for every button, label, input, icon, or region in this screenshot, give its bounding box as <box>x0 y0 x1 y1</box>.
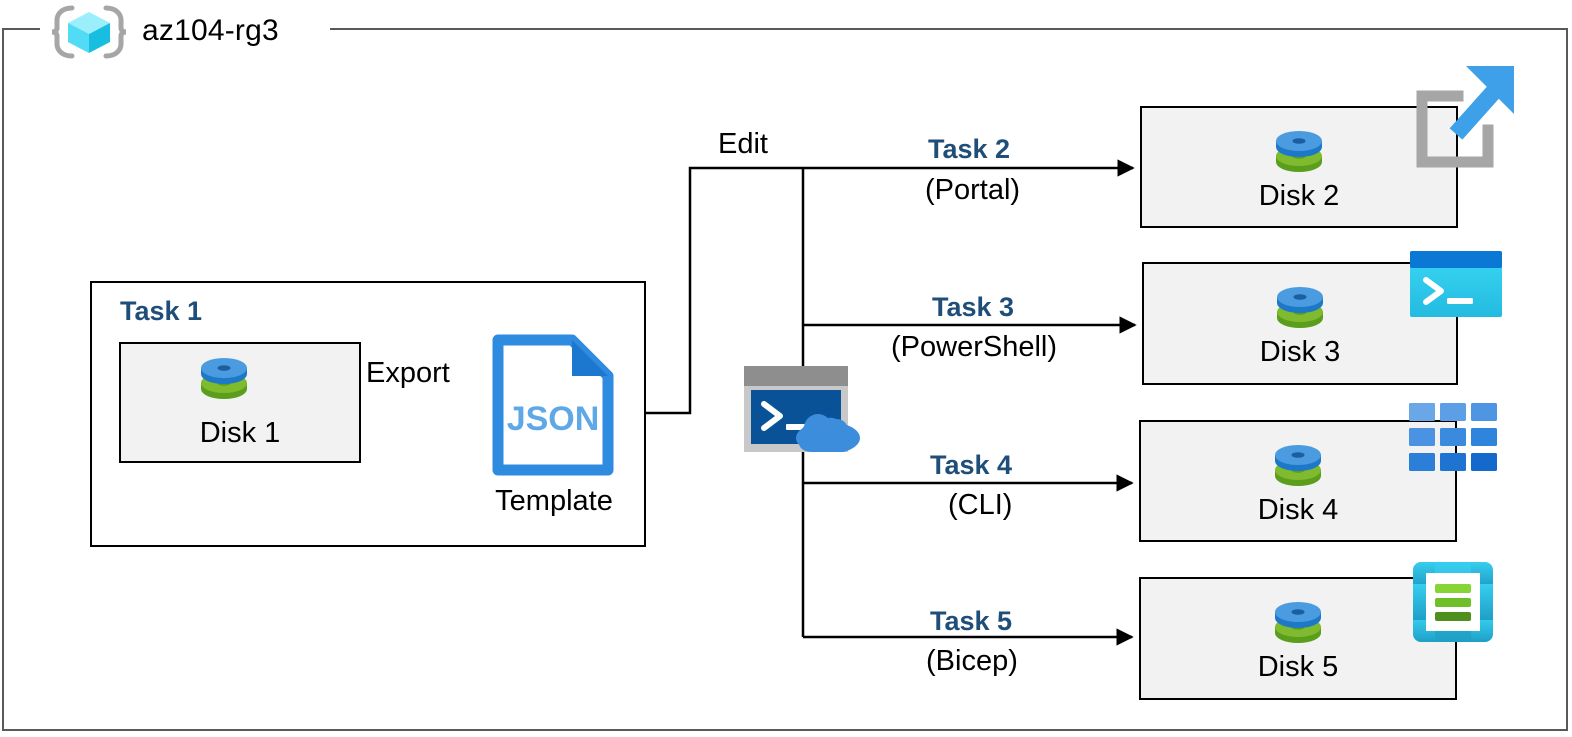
azure-cloud-shell-icon <box>744 366 862 454</box>
disk-5-label: Disk 5 <box>1257 651 1339 683</box>
task-4-label: Task 4 <box>930 450 1013 480</box>
managed-disk-icon <box>1270 596 1326 650</box>
disk-2-label: Disk 2 <box>1258 180 1340 212</box>
task-1-label: Task 1 <box>120 296 203 326</box>
task-4-tool-label: (CLI) <box>948 489 1013 521</box>
disk-2-box: Disk 2 <box>1140 106 1458 228</box>
resource-group-container <box>2 28 1568 731</box>
task-2-label: Task 2 <box>928 134 1011 164</box>
managed-disk-icon <box>1272 281 1328 335</box>
disk-3-box: Disk 3 <box>1142 262 1458 385</box>
disk-3-label: Disk 3 <box>1259 336 1341 368</box>
svg-text:JSON: JSON <box>507 400 600 438</box>
disk-4-box: Disk 4 <box>1139 420 1457 542</box>
resource-group-name: az104-rg3 <box>142 14 279 47</box>
azure-resource-group-icon <box>50 4 128 60</box>
task-3-label: Task 3 <box>932 292 1015 322</box>
disk-5-box: Disk 5 <box>1139 577 1457 700</box>
task-5-label: Task 5 <box>930 606 1013 636</box>
template-label: Template <box>495 485 613 517</box>
task-3-tool-label: (PowerShell) <box>891 331 1057 363</box>
powershell-icon <box>1410 251 1502 317</box>
edit-label: Edit <box>718 128 768 160</box>
export-label: Export <box>366 357 450 389</box>
json-file-icon: JSON <box>492 334 614 476</box>
managed-disk-icon <box>196 352 252 406</box>
disk-1-label: Disk 1 <box>199 417 281 449</box>
azure-cli-icon <box>1409 403 1497 471</box>
disk-4-label: Disk 4 <box>1257 494 1339 526</box>
bicep-icon <box>1409 558 1497 646</box>
managed-disk-icon <box>1270 439 1326 493</box>
task-2-tool-label: (Portal) <box>925 174 1021 206</box>
azure-portal-icon <box>1410 62 1518 170</box>
task-5-tool-label: (Bicep) <box>926 645 1018 677</box>
managed-disk-icon <box>1271 125 1327 179</box>
